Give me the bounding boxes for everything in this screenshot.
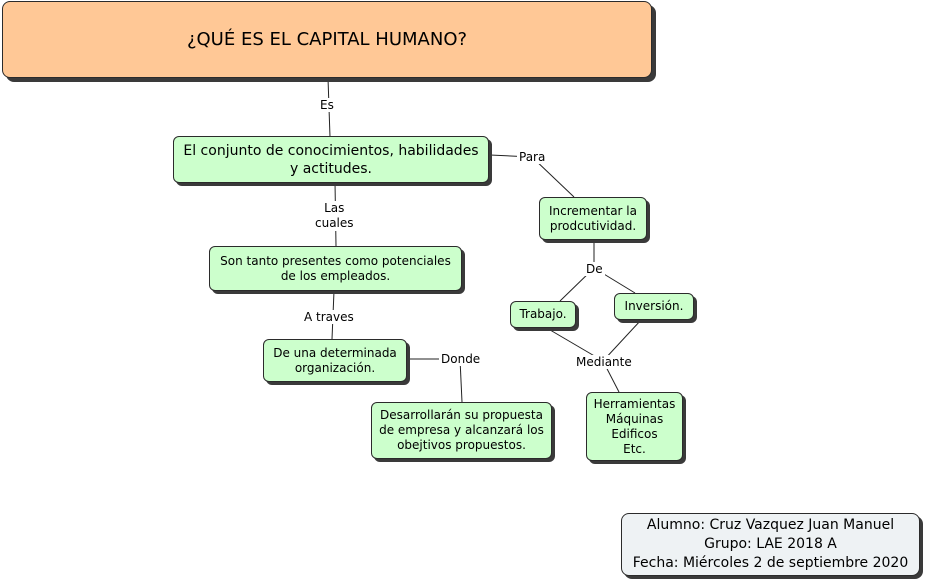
tools-node[interactable]: Herramientas Máquinas Edificos Etc. xyxy=(586,392,683,461)
student-name: Alumno: Cruz Vazquez Juan Manuel xyxy=(646,517,895,533)
productivity-node[interactable]: Incrementar la prodcutividad. xyxy=(539,197,647,240)
investment-text: Inversión. xyxy=(624,299,684,313)
link-label-es: Es xyxy=(318,98,336,112)
definition-node[interactable]: El conjunto de conocimientos, habilidade… xyxy=(173,136,489,183)
develop-node[interactable]: Desarrollarán su propuesta de empresa y … xyxy=(371,402,552,459)
connector-donde-develop xyxy=(459,358,463,403)
connector-investment-mediante xyxy=(602,319,642,362)
link-label-donde: Donde xyxy=(439,352,483,366)
link-label-de: De xyxy=(584,262,605,276)
student-info-box: Alumno: Cruz Vazquez Juan Manuel Grupo: … xyxy=(621,513,920,576)
link-label-mediante: Mediante xyxy=(574,355,634,369)
organization-text: De una determinada organización. xyxy=(273,345,397,375)
work-node[interactable]: Trabajo. xyxy=(510,301,576,328)
definition-text: El conjunto de conocimientos, habilidade… xyxy=(183,142,479,177)
link-label-las-cuales: Las cuales xyxy=(313,201,356,231)
student-date: Fecha: Miércoles 2 de septiembre 2020 xyxy=(632,555,909,571)
title-text: ¿QUÉ ES EL CAPITAL HUMANO? xyxy=(186,29,468,50)
develop-text: Desarrollarán su propuesta de empresa y … xyxy=(379,408,544,452)
student-group: Grupo: LAE 2018 A xyxy=(704,536,837,552)
tools-text: Herramientas Máquinas Edificos Etc. xyxy=(593,396,676,456)
productivity-text: Incrementar la prodcutividad. xyxy=(549,203,637,233)
present-node[interactable]: Son tanto presentes como potenciales de … xyxy=(209,246,462,291)
title-node[interactable]: ¿QUÉ ES EL CAPITAL HUMANO? xyxy=(2,1,652,78)
link-label-para: Para xyxy=(517,150,548,164)
work-text: Trabajo. xyxy=(519,307,567,321)
present-text: Son tanto presentes como potenciales de … xyxy=(220,253,451,283)
link-label-a-traves: A traves xyxy=(302,310,356,324)
investment-node[interactable]: Inversión. xyxy=(614,293,694,320)
organization-node[interactable]: De una determinada organización. xyxy=(263,339,407,382)
